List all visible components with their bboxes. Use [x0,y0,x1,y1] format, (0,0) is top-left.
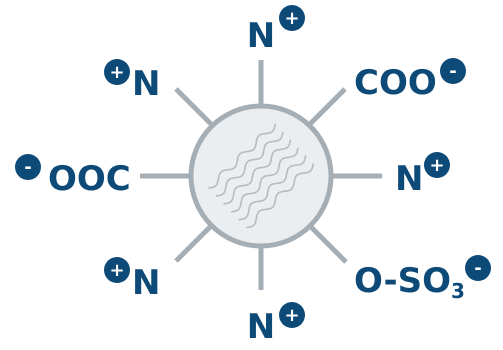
svg-text:+: + [284,305,299,326]
group-label-left: OOC [48,159,131,199]
svg-text:+: + [109,260,124,281]
group-label-bottom: N [247,307,275,347]
group-lower-left: N + [104,257,160,303]
group-top: N + [247,5,305,56]
charge-icon-top: + [279,5,305,31]
bond-lower-left [174,224,213,263]
svg-text:-: - [24,157,31,178]
bond-upper-right [308,87,347,126]
group-lower-right: O-SO3 - [354,255,491,303]
bond-upper-left [174,87,213,126]
bonds [140,60,382,290]
subscript-3: 3 [451,279,465,303]
group-upper-right: COO - [354,58,466,103]
group-label-top: N [247,16,275,56]
group-upper-left: N + [104,59,160,104]
polymer-chain [238,155,307,221]
group-bottom: N + [247,302,305,347]
svg-text:-: - [474,258,481,279]
group-label-right: N [395,159,423,199]
group-label-upper-right: COO [354,63,437,103]
svg-text:+: + [284,8,299,29]
charge-icon-lower-left: + [104,257,130,283]
polymer-chain [246,163,314,229]
group-label-upper-left: N [132,64,160,104]
charge-icon-upper-left: + [104,59,130,85]
group-left: OOC - [15,154,131,199]
svg-text:+: + [109,62,124,83]
particle-core-icon [188,103,334,249]
polymer-chain [215,131,284,197]
group-label-lower-right: O-SO3 [354,261,465,303]
group-label-lower-left: N [132,263,160,303]
charge-icon-bottom: + [279,302,305,328]
charge-icon-left: - [15,154,41,180]
polymer-chains-icon [208,123,314,229]
polymer-chain [208,123,276,189]
charge-icon-right: + [424,152,450,178]
svg-text:-: - [449,61,456,82]
polymer-chain [223,139,292,205]
svg-text:+: + [429,155,444,176]
charge-icon-upper-right: - [440,58,466,84]
bond-lower-right [308,224,348,264]
polymer-chain [230,147,299,213]
charge-icon-lower-right: - [465,255,491,281]
group-right: N + [395,152,450,199]
